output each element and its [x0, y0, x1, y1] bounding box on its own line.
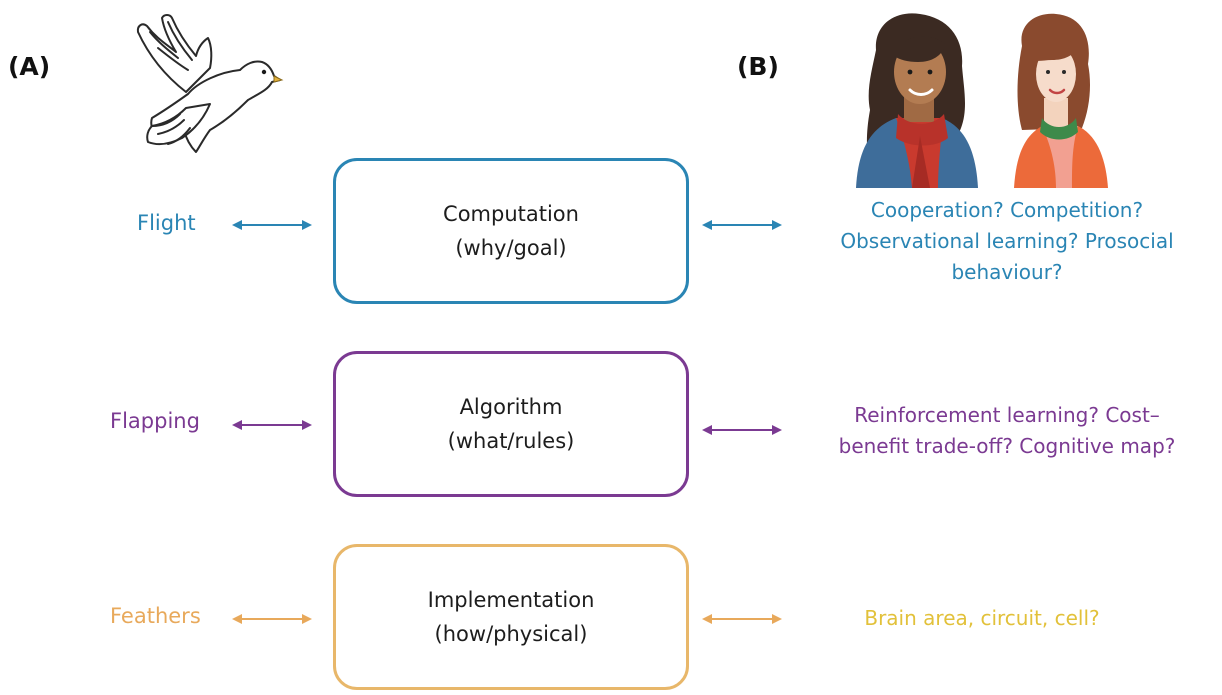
computation-example-line: Cooperation? Competition?	[870, 198, 1144, 222]
algorithm-title: Algorithm	[459, 395, 563, 419]
left-arrow-implementation	[232, 614, 312, 624]
right-arrow-implementation	[702, 614, 782, 624]
two-women-icon	[856, 13, 1108, 188]
implementation-subtitle: (how/physical)	[434, 622, 588, 646]
left-label-flight: Flight	[137, 211, 196, 235]
left-arrow-computation	[232, 220, 312, 230]
algorithm-examples: Reinforcement learning? Cost– benefit tr…	[792, 400, 1222, 462]
computation-box: Computation (why/goal)	[333, 158, 689, 304]
algorithm-example-line: Reinforcement learning? Cost–	[854, 403, 1160, 427]
computation-title: Computation	[443, 202, 579, 226]
computation-subtitle: (why/goal)	[455, 236, 567, 260]
left-label-flapping: Flapping	[110, 409, 200, 433]
panel-b-label: (B)	[737, 52, 779, 81]
panel-a-label: (A)	[8, 52, 51, 81]
implementation-examples: Brain area, circuit, cell?	[792, 603, 1172, 634]
computation-example-line: behaviour?	[951, 260, 1063, 284]
computation-examples: Cooperation? Competition? Observational …	[792, 195, 1222, 288]
right-arrow-algorithm	[702, 425, 782, 435]
implementation-example-line: Brain area, circuit, cell?	[864, 606, 1100, 630]
left-label-feathers: Feathers	[110, 604, 201, 628]
dove-icon	[136, 14, 284, 153]
right-arrow-computation	[702, 220, 782, 230]
algorithm-box: Algorithm (what/rules)	[333, 351, 689, 497]
algorithm-example-line: benefit trade-off? Cognitive map?	[838, 434, 1176, 458]
left-arrow-algorithm	[232, 420, 312, 430]
implementation-title: Implementation	[427, 588, 595, 612]
implementation-box: Implementation (how/physical)	[333, 544, 689, 690]
computation-example-line: Observational learning? Prosocial	[840, 229, 1174, 253]
algorithm-subtitle: (what/rules)	[447, 429, 575, 453]
